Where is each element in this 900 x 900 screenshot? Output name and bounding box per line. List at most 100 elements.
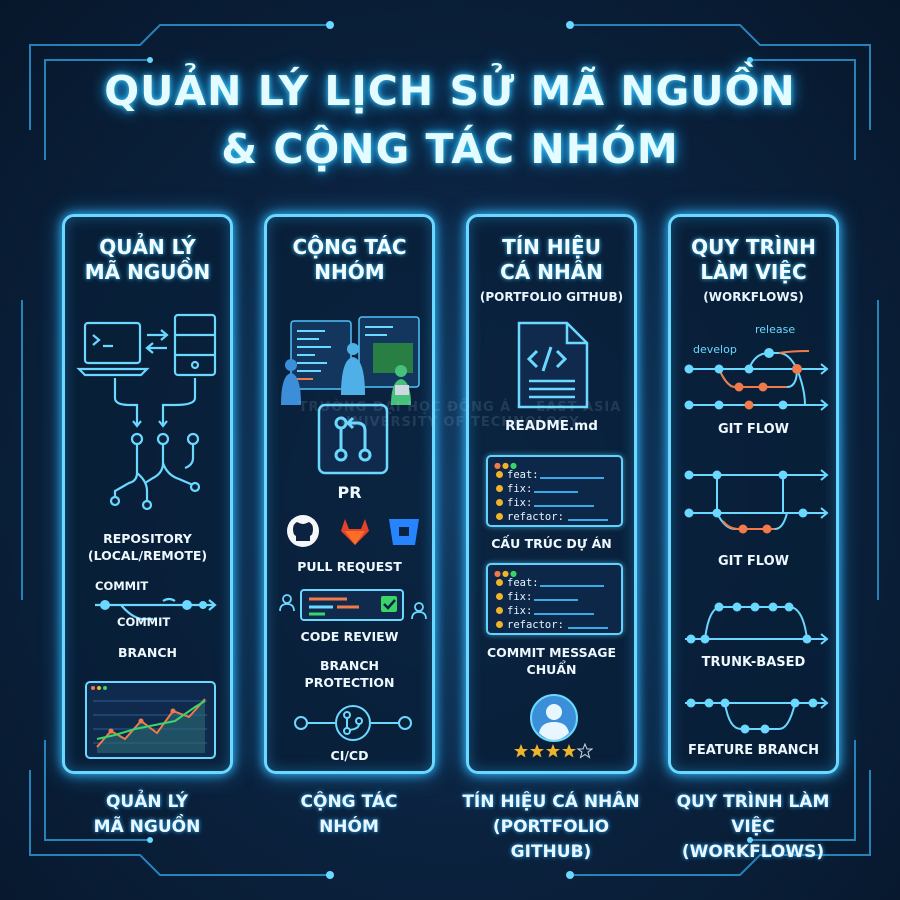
analytics-chart-icon [85,681,216,759]
rating-stars [514,743,593,759]
panel-team-collaboration: CỘNG TÁC NHÓM PR [264,214,435,774]
commit-label-bottom: COMMIT [117,615,171,629]
panel-personal-signal: TÍN HIỆU CÁ NHÂN (PORTFOLIO GITHUB) READ… [466,214,637,774]
github-icon [287,515,319,547]
gitlab-icon [341,519,369,545]
caption-line-1: CỘNG TÁC [300,792,398,812]
pull-request-label: PULL REQUEST [297,559,402,574]
title-line-2: & CỘNG TÁC NHÓM [221,125,679,173]
page-title: QUẢN LÝ LỊCH SỬ MÃ NGUỒN & CỘNG TÁC NHÓM [0,62,900,178]
caption-team-collaboration: CỘNG TÁC NHÓM [249,790,449,840]
trunk-based-diagram-icon [685,602,829,645]
code-line [534,505,594,507]
repository-sync-icon [76,313,217,511]
code-line [568,627,608,629]
caption-personal-signal: TÍN HIỆU CÁ NHÂN (PORTFOLIO GITHUB) [451,790,651,865]
panel-heading-line-1: CỘNG TÁC [292,235,407,259]
feature-branch-label: FEATURE BRANCH [688,743,819,758]
code-line [540,585,604,587]
window-dots: ●●● [494,461,518,470]
caption-line-1: TÍN HIỆU CÁ NHÂN [462,792,640,812]
trunk-based-label: TRUNK-BASED [701,655,806,670]
readme-file-icon [517,321,589,409]
panel-heading: QUẢN LÝ MÃ NGUỒN [65,235,230,285]
code-row: feat: [496,469,539,481]
code-row: refactor: [496,511,564,523]
release-label: release [755,323,796,336]
code-line [534,491,578,493]
caption-source-management: QUẢN LÝ MÃ NGUỒN [47,790,247,840]
star-icon [514,744,576,758]
pull-request-icon[interactable] [317,403,389,475]
code-row: refactor: [496,619,564,631]
pr-label: PR [337,483,362,502]
readme-label: README.md [505,418,598,434]
user-avatar-icon [530,694,578,742]
commit-message-label: COMMIT MESSAGE CHUẨN [469,644,634,678]
code-row: fix: [496,605,532,617]
code-review-label: CODE REVIEW [300,629,399,644]
panel-heading: TÍN HIỆU CÁ NHÂN [469,235,634,285]
panel-heading-line-2: MÃ NGUỒN [84,260,211,284]
branch-tree-icon [113,443,139,499]
panel-source-management: QUẢN LÝ MÃ NGUỒN [62,214,233,774]
laptop-terminal-icon [83,321,142,365]
commit-message-line-1: COMMIT MESSAGE [486,645,617,660]
gitflow-diagram-icon [684,348,829,411]
git-flow-label-2: GIT FLOW [718,554,789,569]
code-row: feat: [496,577,539,589]
sync-arrows-icon [147,329,169,341]
branch-protection-line-2: PROTECTION [304,675,395,690]
caption-line-1: QUY TRÌNH LÀM VIỆC [676,792,830,837]
panel-heading: CỘNG TÁC NHÓM [267,235,432,285]
panel-workflows: QUY TRÌNH LÀM VIỆC (WORKFLOWS) develop r… [668,214,839,774]
title-line-1: QUẢN LÝ LỊCH SỬ MÃ NGUỒN [104,67,796,115]
caption-line-2: (PORTFOLIO GITHUB) [492,817,610,862]
caption-line-2: MÃ NGUỒN [93,817,201,837]
caption-line-1: QUẢN LÝ [105,792,189,812]
code-line [534,613,594,615]
feature-branch-diagram-icon [685,697,829,734]
panel-heading-line-2: NHÓM [314,260,385,284]
caption-workflows: QUY TRÌNH LÀM VIỆC (WORKFLOWS) [653,790,853,865]
code-window-icon: ●●● feat: fix: fix: refactor: [486,563,623,635]
git-flow-label-1: GIT FLOW [718,422,789,437]
repository-label: REPOSITORY (LOCAL/REMOTE) [65,530,230,564]
gitflow-diagram-icon [684,469,829,534]
branch-protection-line-1: BRANCH [320,658,379,673]
caption-line-2: NHÓM [319,817,379,837]
team-collaboration-icon [281,316,420,405]
branch-label: BRANCH [118,645,177,660]
server-icon [173,313,217,377]
pipeline-icon [294,705,412,741]
code-line [568,519,608,521]
commit-label-top: COMMIT [95,579,149,593]
code-row: fix: [496,591,532,603]
commit-line-icon [95,597,217,621]
window-dots: ●●● [494,569,518,578]
panel-heading-sub: (WORKFLOWS) [703,290,804,304]
project-structure-label: CẤU TRÚC DỰ ÁN [491,536,612,551]
develop-label: develop [693,343,737,356]
repository-label-line-2: (LOCAL/REMOTE) [87,548,208,563]
code-row: fix: [496,497,532,509]
code-review-icon [279,589,427,621]
commit-message-line-2: CHUẨN [526,662,577,677]
panel-heading-line-1: QUẢN LÝ [99,235,196,259]
cicd-label: CI/CD [330,748,369,763]
branch-protection-label: BRANCH PROTECTION [267,657,432,691]
bitbucket-icon [389,519,419,545]
caption-line-2: (WORKFLOWS) [681,842,825,862]
panel-heading-line-2: CÁ NHÂN [500,260,603,284]
panel-heading-line-1: TÍN HIỆU [502,235,601,259]
panel-heading-line-2: LÀM VIỆC [700,260,807,284]
code-row: fix: [496,483,532,495]
panel-heading: QUY TRÌNH LÀM VIỆC [671,235,836,285]
code-window-icon: ●●● feat: fix: fix: refactor: [486,455,623,527]
code-line [534,599,578,601]
panel-heading-sub: (PORTFOLIO GITHUB) [479,290,624,304]
code-line [540,477,604,479]
repository-label-line-1: REPOSITORY [103,531,192,546]
panel-heading-line-1: QUY TRÌNH [691,235,816,259]
git-hosting-logos [287,515,419,547]
